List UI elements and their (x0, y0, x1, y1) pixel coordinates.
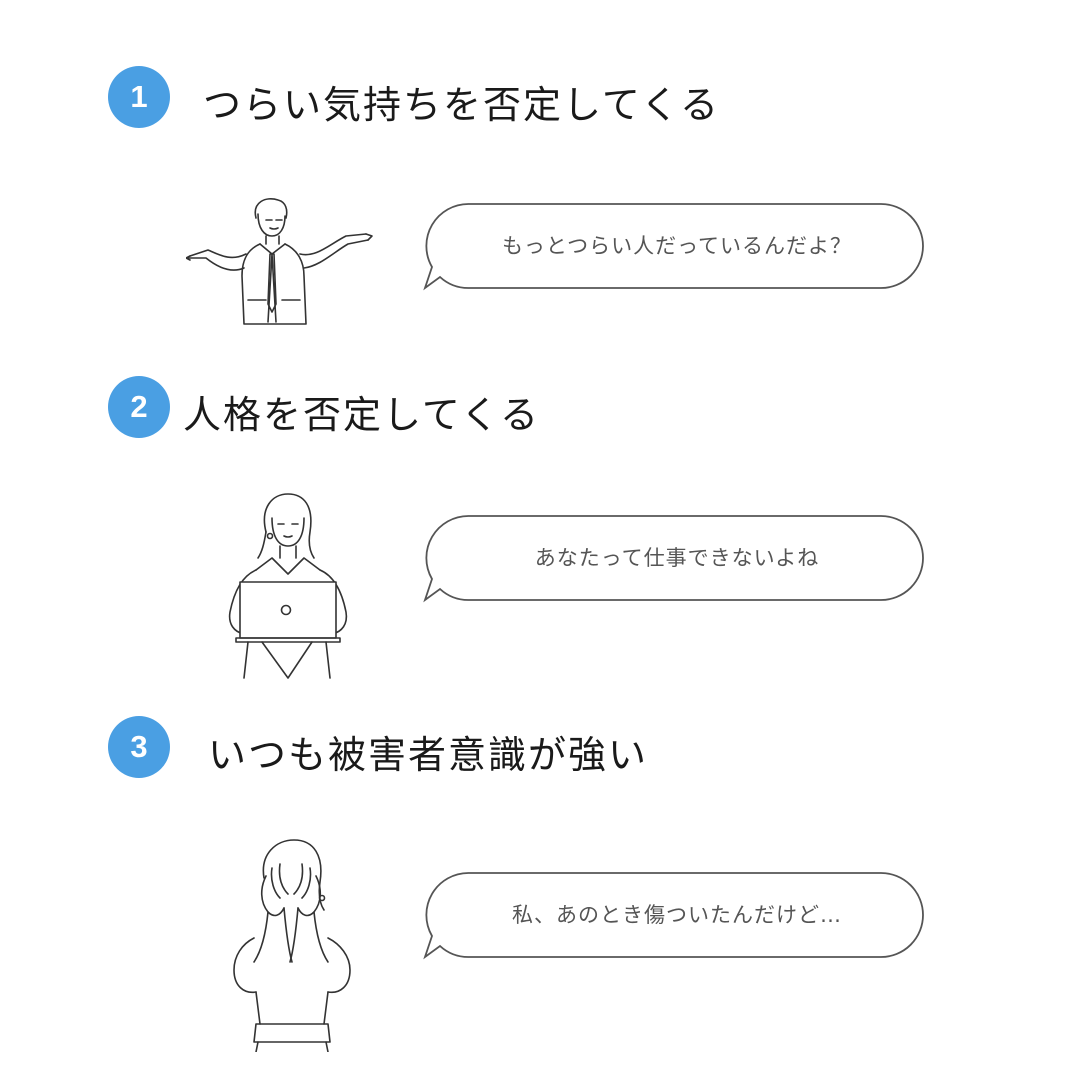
speech-bubble-2: あなたって仕事できないよね (423, 515, 927, 607)
speech-bubble-3: 私、あのとき傷ついたんだけど… (423, 872, 927, 964)
speech-bubble-1: もっとつらい人だっているんだよ？ (423, 203, 927, 295)
woman-covering-face-icon (226, 838, 366, 1056)
woman-laptop-icon (222, 492, 352, 686)
speech-text-2: あなたって仕事できないよね (534, 546, 820, 570)
number-badge-1: 1 (108, 66, 170, 128)
heading-3: いつも被害者意識が強い (208, 733, 649, 777)
speech-text-1: もっとつらい人だっているんだよ？ (501, 234, 853, 258)
heading-1: つらい気持ちを否定してくる (203, 83, 720, 127)
number-badge-3: 3 (108, 716, 170, 778)
shrugging-man-icon (185, 192, 376, 336)
speech-text-3: 私、あのとき傷ついたんだけど… (512, 903, 842, 927)
number-badge-2: 2 (108, 376, 170, 438)
heading-2: 人格を否定してくる (183, 393, 540, 437)
